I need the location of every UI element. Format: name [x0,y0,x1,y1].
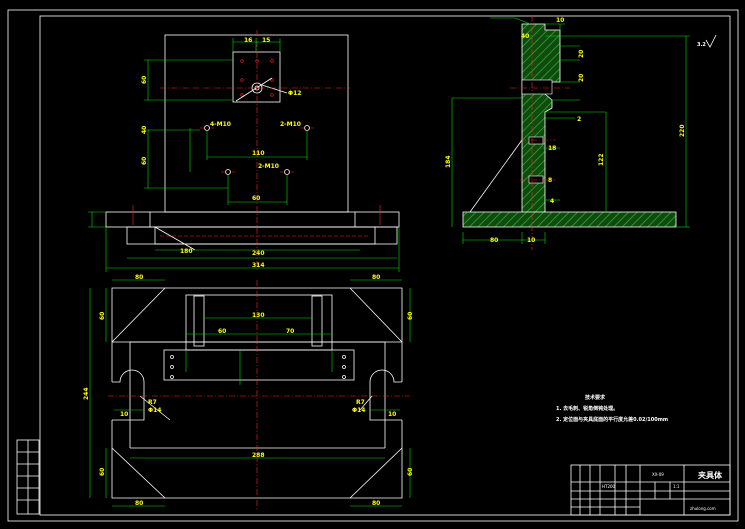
side-dim-base-left: 80 [490,237,498,244]
plan-dim-inner-left: 60 [218,328,226,335]
plan-dim-left-bottom: 80 [135,500,143,507]
plan-dim-left-small: 10 [120,411,128,418]
dim-h2: 40 [141,126,148,134]
side-dim-top-right: 40 [521,33,529,40]
plan-dim-right-h1: 60 [407,312,414,320]
plan-dim-inner-top: 130 [252,312,265,319]
outer-border [7,9,739,522]
plan-dim-inner-right: 70 [286,328,294,335]
dim-overall-width: 314 [252,262,265,269]
side-dim-top: 10 [556,17,564,24]
dim-h3: 60 [141,157,148,165]
plan-dim-overall-height: 244 [83,387,90,400]
side-dim-base-mid: 10 [527,237,535,244]
side-dim-height-total: 220 [679,124,686,137]
side-dim-n3: 2 [577,116,581,123]
dim-top-right: 15 [262,37,270,44]
pattern-label-2: 2-M10 [280,121,301,128]
side-base [462,211,677,228]
drawing-title: 夹具体 [698,470,723,480]
plan-dim-right-bottom: 80 [372,500,380,507]
dim-bottom-small: 60 [252,195,260,202]
notes-line-1: 1. 去毛刺、锐角倒钝处理。 [556,405,618,412]
side-dim-n2: 20 [578,74,585,82]
dim-mid-width: 110 [252,150,265,157]
plan-dim-right-top: 80 [372,274,380,281]
front-view: 16 15 60 40 60 Φ12 4-M10 2-M10 2-M10 110… [88,30,400,272]
plan-dim-right-h2: 60 [407,468,414,476]
plan-dim-right-phi: Φ14 [352,407,365,414]
technical-notes: 技术要求 1. 去毛刺、锐角倒钝处理。 2. 定位面与夹具底面的平行度允差0.0… [556,394,668,423]
plan-dim-right-small: 10 [388,411,396,418]
plan-dim-left-phi: Φ14 [148,407,161,414]
pattern-label-3: 2-M10 [258,163,279,170]
side-dim-height-mid: 184 [445,155,452,168]
plan-dim-left-h2: 60 [99,468,106,476]
side-dim-height-small: 122 [598,153,605,166]
dim-h1: 60 [141,76,148,84]
website: zhulong.com [690,506,716,511]
side-dim-n1: 20 [578,50,585,58]
side-dim-n5: 8 [548,177,552,184]
dim-top-left: 16 [244,37,252,44]
material: HT200 [602,484,616,489]
left-strip-lines [17,440,39,514]
hole-label: Φ12 [288,90,301,97]
surface-roughness-icon [705,34,717,48]
clamp-plate [232,51,281,103]
scale: 1:1 [673,484,680,489]
part-name: XX-09 [652,472,664,477]
notes-title: 技术要求 [585,394,606,401]
notes-line-2: 2. 定位面与夹具底面的平行度允差0.02/100mm [556,416,668,423]
plan-dim-left-h1: 60 [99,312,106,320]
plan-view: 80 80 60 60 130 60 70 244 10 10 R7 R7 Φ1… [83,274,414,510]
side-view: 10 40 20 20 2 18 8 4 122 184 220 80 10 3… [445,16,717,250]
surface-mark: 3.2 [697,42,706,48]
plan-dim-left-r: R7 [148,399,157,406]
side-section [521,23,561,223]
plan-dim-bottom-width: 288 [252,452,265,459]
plan-dim-right-r: R7 [356,399,365,406]
front-upright [164,34,349,213]
side-dim-n6: 4 [550,198,554,205]
pattern-label-1: 4-M10 [210,121,231,128]
plan-dim-left-top: 80 [135,274,143,281]
inner-frame [39,15,731,516]
side-dim-n4: 18 [548,145,556,152]
dim-base-width: 240 [252,250,265,257]
dim-base-inner: 180 [180,248,193,255]
title-block: XX-09 夹具体 HT200 1:1 zhulong.com [570,464,731,516]
